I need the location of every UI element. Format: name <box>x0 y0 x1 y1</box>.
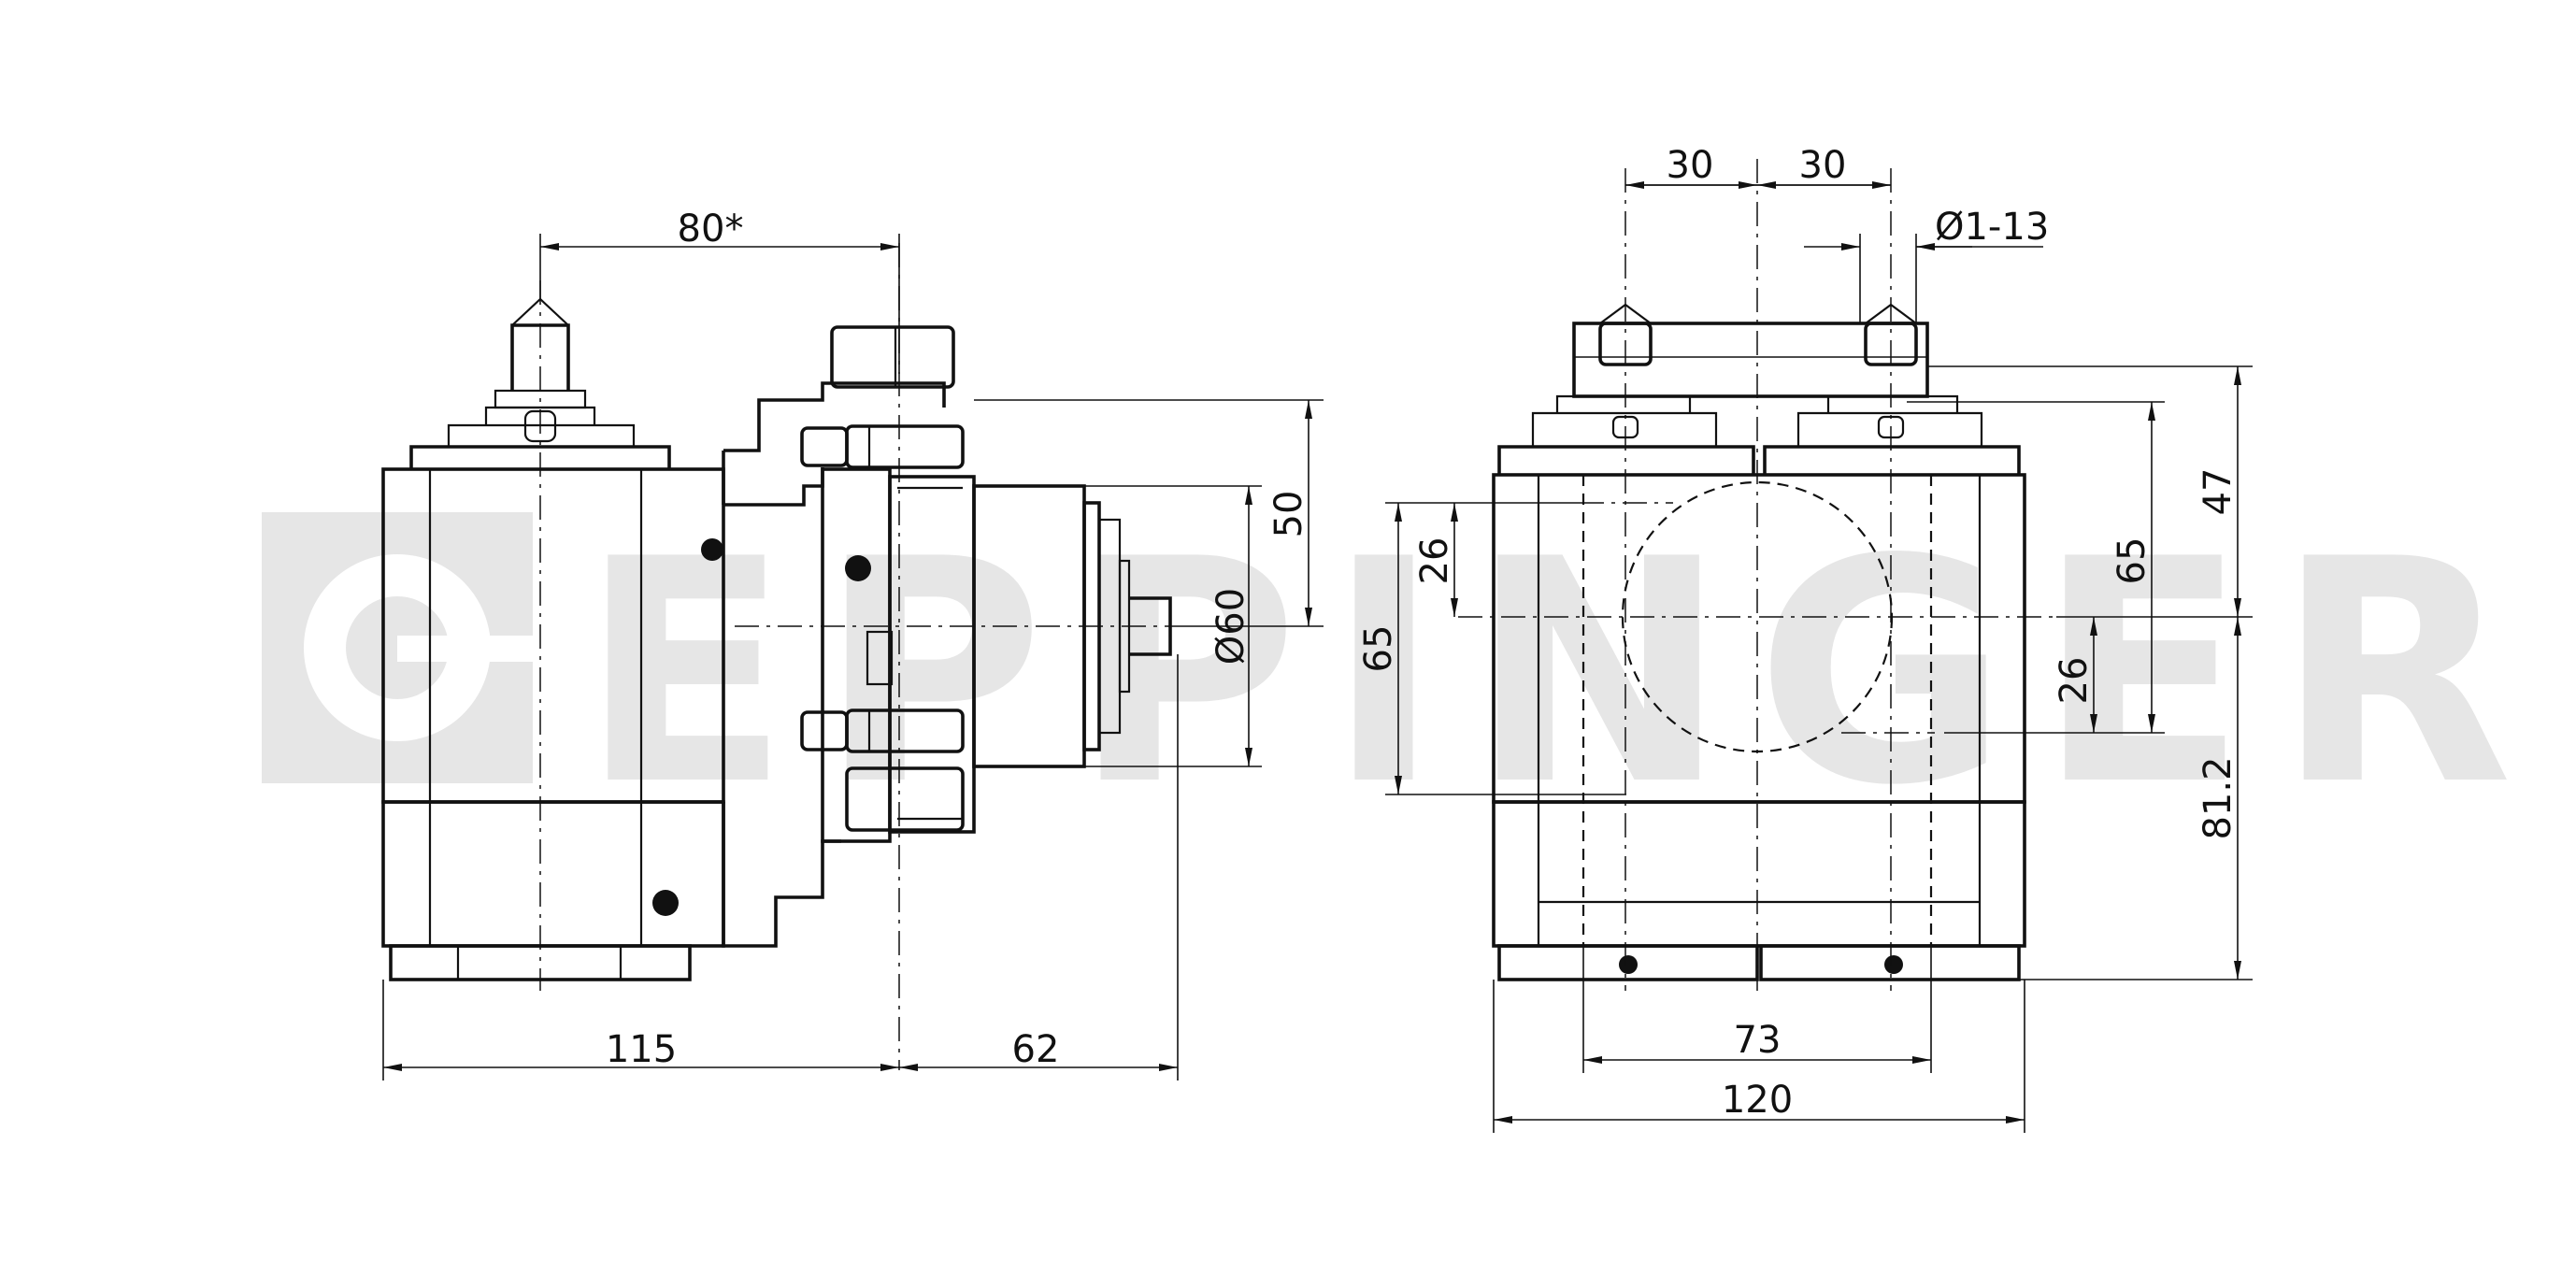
dim-right-offset: 26 <box>2053 657 2096 705</box>
front-clamp-bar <box>1572 322 1929 398</box>
dim-flange-width: 62 <box>1012 1028 1060 1071</box>
side-view-dimensions: 80* 115 62 Ø60 50 <box>382 208 1324 1080</box>
front-view <box>1458 159 2056 991</box>
dim-lower-height: 81.2 <box>2197 756 2240 839</box>
side-bolt-upper <box>800 424 965 469</box>
dim-body-width: 115 <box>606 1028 677 1071</box>
dim-left-offset: 26 <box>1413 537 1456 585</box>
front-screw-icon <box>1884 955 1903 974</box>
dim-spacing-left: 30 <box>1667 144 1714 187</box>
dim-bolt-spacing: 73 <box>1734 1019 1782 1062</box>
dim-bolt-callout: Ø1-13 <box>1935 206 2049 249</box>
watermark-logo-icon <box>262 512 537 783</box>
front-screw-icon <box>1619 955 1638 974</box>
side-screw-icon <box>652 890 679 916</box>
side-top-ring <box>409 445 671 469</box>
dim-total-width: 120 <box>1722 1079 1793 1122</box>
watermark-text: EPPINGER <box>580 494 2541 852</box>
side-bolt-lower <box>800 708 965 832</box>
dim-upper-height: 47 <box>2197 468 2240 516</box>
front-lower-block <box>1492 800 2026 948</box>
side-view <box>381 243 1187 1070</box>
side-screw-icon <box>845 555 871 581</box>
front-base-left <box>1497 944 1759 981</box>
side-screw-icon <box>701 538 723 561</box>
side-clamp <box>830 325 955 389</box>
dim-height: 50 <box>1267 491 1310 538</box>
front-base-right <box>1759 944 2021 981</box>
side-upper-step <box>723 381 946 452</box>
dim-top-width: 80* <box>678 208 744 250</box>
front-view-dimensions: 30 30 Ø1-13 65 26 65 26 47 81.2 <box>1357 144 2253 1133</box>
dim-right-height: 65 <box>2111 537 2154 585</box>
front-holder-right <box>1763 445 2021 475</box>
dim-left-height: 65 <box>1357 625 1400 673</box>
dim-spacing-right: 30 <box>1799 144 1847 187</box>
watermark: EPPINGER <box>262 494 2541 852</box>
front-holder-left <box>1497 445 1755 475</box>
